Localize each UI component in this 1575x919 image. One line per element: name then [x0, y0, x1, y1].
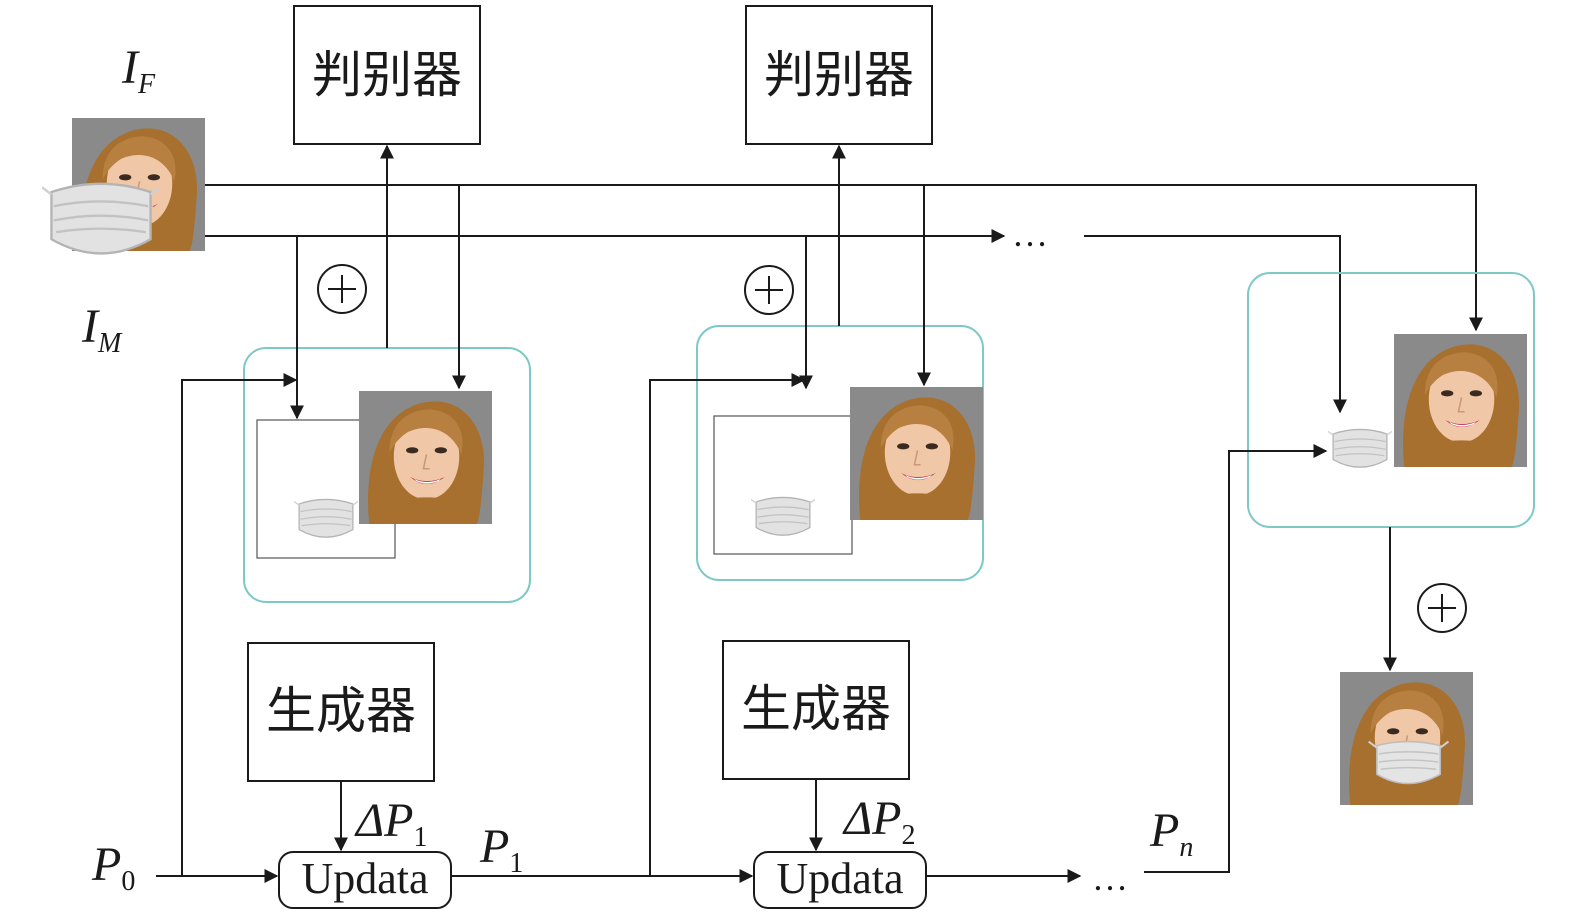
bottom-flow-arrows [156, 779, 1082, 883]
label-p0: P0 [91, 838, 135, 897]
update-node-1: Updata [278, 851, 452, 909]
stage-2-face-photo [850, 387, 983, 520]
label-i-m: IM [81, 300, 123, 359]
update-node-2: Updata [753, 851, 927, 909]
discriminator-1-label: 判别器 [312, 46, 462, 104]
output-masked-face-photo [1340, 672, 1473, 805]
generator-1-label: 生成器 [266, 682, 416, 740]
stage-1-oplus-icon [317, 264, 367, 314]
flow-ellipsis: … [1092, 858, 1128, 898]
generator-1: 生成器 [247, 642, 435, 782]
stage-2-arrows [649, 144, 931, 876]
bus-ellipsis: … [1012, 214, 1048, 254]
stage-1-mask [294, 498, 358, 538]
generator-2-label: 生成器 [741, 680, 891, 738]
stage-final-mask [1328, 428, 1392, 468]
stage-1-face-photo [359, 391, 492, 524]
input-mask-image [42, 182, 160, 255]
stage-2-mask [751, 496, 815, 536]
stage-1 [243, 264, 531, 603]
update-node-1-label: Updata [301, 854, 428, 903]
generator-2: 生成器 [722, 640, 910, 780]
label-p1: P1 [479, 820, 523, 879]
stage-1-arrows [181, 144, 466, 876]
label-i-f: IF [121, 41, 156, 100]
discriminator-1: 判别器 [293, 5, 481, 145]
discriminator-2-label: 判别器 [764, 46, 914, 104]
input-group: IF IM [42, 41, 205, 359]
stage-final-face-photo [1394, 334, 1527, 467]
label-delta-p2: ΔP2 [842, 792, 916, 851]
input-buses [205, 184, 1483, 414]
stage-final-arrows [1144, 444, 1397, 873]
stage-2-oplus-icon [744, 265, 794, 315]
update-node-2-label: Updata [776, 854, 903, 903]
label-delta-p1: ΔP1 [354, 794, 428, 853]
discriminator-2: 判别器 [745, 5, 933, 145]
stage-final-oplus-icon [1417, 583, 1467, 633]
label-pn: Pn [1149, 804, 1193, 863]
